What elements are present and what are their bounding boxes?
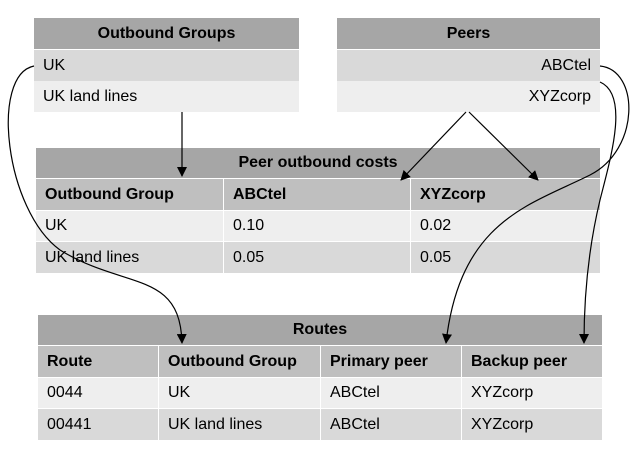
table-cell: ABCtel	[321, 378, 461, 408]
column-header: Outbound Group	[159, 346, 320, 377]
outbound-groups-title: Outbound Groups	[34, 18, 299, 49]
table-cell: UK	[159, 378, 320, 408]
table-cell: 0044	[38, 378, 158, 408]
outbound-group-row: UK land lines	[34, 81, 299, 112]
table-cell: XYZcorp	[462, 409, 602, 440]
table-cell: 0.05	[411, 242, 600, 273]
column-header: Primary peer	[321, 346, 461, 377]
table-cell: UK	[36, 211, 223, 241]
table-cell: 0.02	[411, 211, 600, 241]
table-cell: ABCtel	[321, 409, 461, 440]
table-cell: UK land lines	[36, 242, 223, 273]
table-cell: UK land lines	[159, 409, 320, 440]
peer-row: XYZcorp	[337, 81, 600, 112]
peer-outbound-costs-title: Peer outbound costs	[36, 148, 600, 178]
column-header: Backup peer	[462, 346, 602, 377]
table-cell: 00441	[38, 409, 158, 440]
outbound-group-row: UK	[34, 50, 299, 81]
table-cell: 0.10	[224, 211, 410, 241]
peers-title: Peers	[337, 18, 600, 49]
peer-row: ABCtel	[337, 50, 600, 81]
column-header: Outbound Group	[36, 179, 223, 210]
column-header: Route	[38, 346, 158, 377]
table-cell: XYZcorp	[462, 378, 602, 408]
routes-title: Routes	[38, 315, 602, 345]
column-header: ABCtel	[224, 179, 410, 210]
column-header: XYZcorp	[411, 179, 600, 210]
table-cell: 0.05	[224, 242, 410, 273]
